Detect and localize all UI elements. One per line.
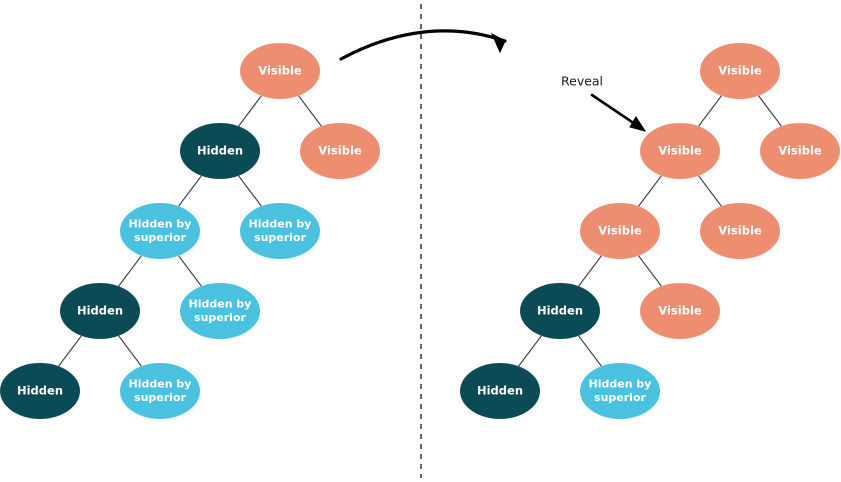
- tree-edge: [118, 255, 142, 287]
- tree-node-hidden[interactable]: Hidden: [180, 123, 260, 179]
- node-label: Hidden by: [249, 217, 312, 230]
- reveal-label: Reveal: [561, 74, 603, 89]
- node-ellipse: [0, 363, 80, 419]
- node-label: Hidden by: [189, 297, 252, 310]
- tree-edge: [578, 255, 602, 287]
- tree-edge: [578, 335, 602, 367]
- tree-edge: [178, 255, 202, 287]
- node-label: Visible: [778, 144, 822, 158]
- tree-node-visible[interactable]: Visible: [640, 123, 720, 179]
- tree-node-hidden[interactable]: Hidden: [520, 283, 600, 339]
- node-label: Hidden: [197, 144, 243, 158]
- node-label: Hidden: [537, 304, 583, 318]
- node-label: Visible: [318, 144, 362, 158]
- node-label: superior: [194, 311, 246, 324]
- node-ellipse: [120, 363, 200, 419]
- node-label: Visible: [658, 304, 702, 318]
- node-label: Hidden: [77, 304, 123, 318]
- node-label: Visible: [258, 64, 302, 78]
- node-label: Visible: [718, 224, 762, 238]
- node-label: superior: [134, 391, 186, 404]
- tree-node-hidden[interactable]: Hidden: [60, 283, 140, 339]
- node-label: Visible: [658, 144, 702, 158]
- tree-edge: [238, 95, 262, 127]
- node-ellipse: [120, 203, 200, 259]
- tree-node-visible[interactable]: Visible: [700, 43, 780, 99]
- node-ellipse: [180, 123, 260, 179]
- node-label: Hidden by: [589, 377, 652, 390]
- reveal-arrowhead-icon: [629, 116, 647, 132]
- node-label: superior: [594, 391, 646, 404]
- node-label: Visible: [598, 224, 642, 238]
- tree-edge: [638, 255, 662, 287]
- node-ellipse: [520, 283, 600, 339]
- node-ellipse: [700, 203, 780, 259]
- tree-node-hidden[interactable]: Hidden: [460, 363, 540, 419]
- tree-edge: [298, 95, 322, 127]
- tree-edge: [238, 175, 262, 207]
- tree-edge: [698, 95, 722, 127]
- node-ellipse: [300, 123, 380, 179]
- node-label: Hidden: [477, 384, 523, 398]
- tree-node-visible[interactable]: Visible: [700, 203, 780, 259]
- node-ellipse: [460, 363, 540, 419]
- node-ellipse: [580, 363, 660, 419]
- tree-edge: [178, 175, 202, 207]
- tree-node-visible[interactable]: Visible: [240, 43, 320, 99]
- node-ellipse: [60, 283, 140, 339]
- tree-edge: [638, 175, 662, 207]
- node-ellipse: [700, 43, 780, 99]
- tree-node-hidden[interactable]: Hidden: [0, 363, 80, 419]
- transition-arrowhead-icon: [490, 32, 506, 54]
- tree-edge: [118, 335, 142, 367]
- tree-node-visible[interactable]: Visible: [580, 203, 660, 259]
- node-ellipse: [580, 203, 660, 259]
- tree-edge: [758, 95, 782, 127]
- node-ellipse: [240, 43, 320, 99]
- arrow-layer: [339, 29, 647, 132]
- annotation-layer: Reveal: [561, 74, 603, 89]
- node-label: Hidden by: [129, 377, 192, 390]
- tree-node-visible[interactable]: Visible: [640, 283, 720, 339]
- node-ellipse: [240, 203, 320, 259]
- node-ellipse: [640, 283, 720, 339]
- reveal-pointer-arrow: [590, 93, 640, 128]
- transition-arrow: [339, 29, 507, 61]
- node-label: Hidden by: [129, 217, 192, 230]
- node-label: Hidden: [17, 384, 63, 398]
- node-label: superior: [254, 231, 306, 244]
- edge-layer: [58, 95, 782, 367]
- node-label: Visible: [718, 64, 762, 78]
- tree-edge: [58, 335, 82, 367]
- tree-edge: [698, 175, 722, 207]
- tree-node-visible[interactable]: Visible: [760, 123, 840, 179]
- tree-edge: [518, 335, 542, 367]
- node-ellipse: [640, 123, 720, 179]
- node-ellipse: [180, 283, 260, 339]
- tree-node-visible[interactable]: Visible: [300, 123, 380, 179]
- node-label: superior: [134, 231, 186, 244]
- node-ellipse: [760, 123, 840, 179]
